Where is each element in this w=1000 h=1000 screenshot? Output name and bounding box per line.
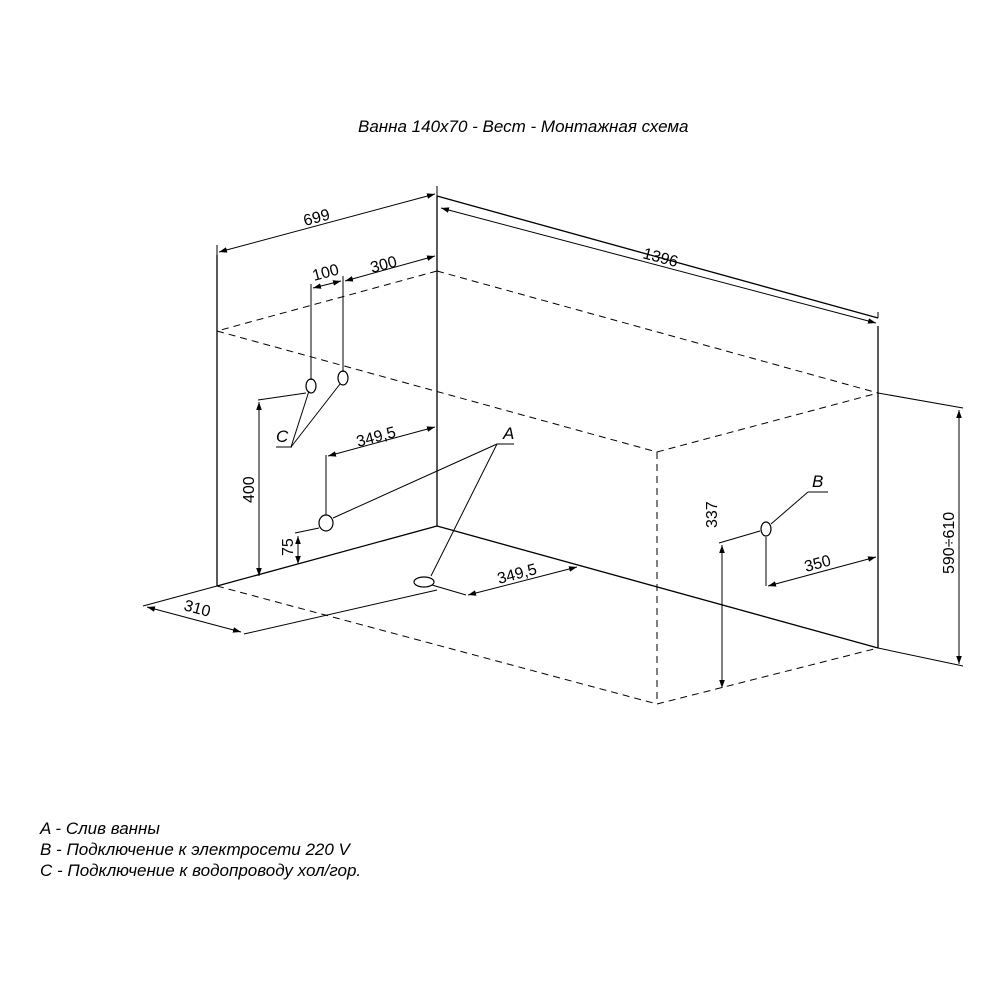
dim-1396-label: 1396 <box>641 245 680 271</box>
legend-item-a: A - Слив ванны <box>40 819 160 838</box>
dim-75-label: 75 <box>280 538 297 556</box>
dim-310-label: 310 <box>182 597 212 620</box>
dim-350-label: 350 <box>803 553 833 576</box>
dim-400-label: 400 <box>241 476 258 503</box>
holes <box>305 370 772 588</box>
marker-b: B <box>770 472 828 525</box>
dim-349-wall-label: 349,5 <box>355 424 398 451</box>
dim-310: 310 <box>142 585 438 635</box>
dim-100-label: 100 <box>311 262 341 285</box>
dim-590-610: 590÷610 <box>877 392 964 667</box>
dim-699: 699 <box>216 186 438 255</box>
drain-hole-floor <box>413 576 435 588</box>
marker-a: A <box>332 424 514 577</box>
bathtub-outline <box>216 270 879 705</box>
marker-b-label: B <box>812 472 823 491</box>
dim-350: 350 <box>765 537 877 587</box>
dim-337-label: 337 <box>704 501 721 528</box>
dim-349-floor-label: 349,5 <box>496 561 539 588</box>
diagram-title: Ванна 140х70 - Вест - Монтажная схема <box>358 117 688 136</box>
marker-c-label: C <box>276 427 289 446</box>
marker-c: C <box>276 383 341 448</box>
legend-item-c: C - Подключение к водопроводу хол/гор. <box>40 861 362 880</box>
dim-100-300: 100 300 <box>310 254 436 380</box>
electric-outlet-hole <box>760 521 772 537</box>
dim-590-610-label: 590÷610 <box>941 512 958 574</box>
dim-699-label: 699 <box>302 207 332 230</box>
marker-a-label: A <box>502 424 514 443</box>
water-inlet-hole-1 <box>305 378 317 394</box>
legend-item-b: B - Подключение к электросети 220 V <box>40 840 350 859</box>
dim-337: 337 <box>704 501 761 688</box>
water-inlet-hole-2 <box>337 370 349 386</box>
dim-349-wall: 349,5 <box>325 424 436 515</box>
dim-75: 75 <box>280 527 320 564</box>
dim-349-floor: 349,5 <box>431 561 578 596</box>
drain-hole-wall <box>318 514 334 532</box>
legend: A - Слив ванны B - Подключение к электро… <box>40 818 361 881</box>
dim-1396: 1396 <box>440 207 879 324</box>
dim-300-label: 300 <box>369 254 399 277</box>
dim-400: 400 <box>241 392 307 576</box>
